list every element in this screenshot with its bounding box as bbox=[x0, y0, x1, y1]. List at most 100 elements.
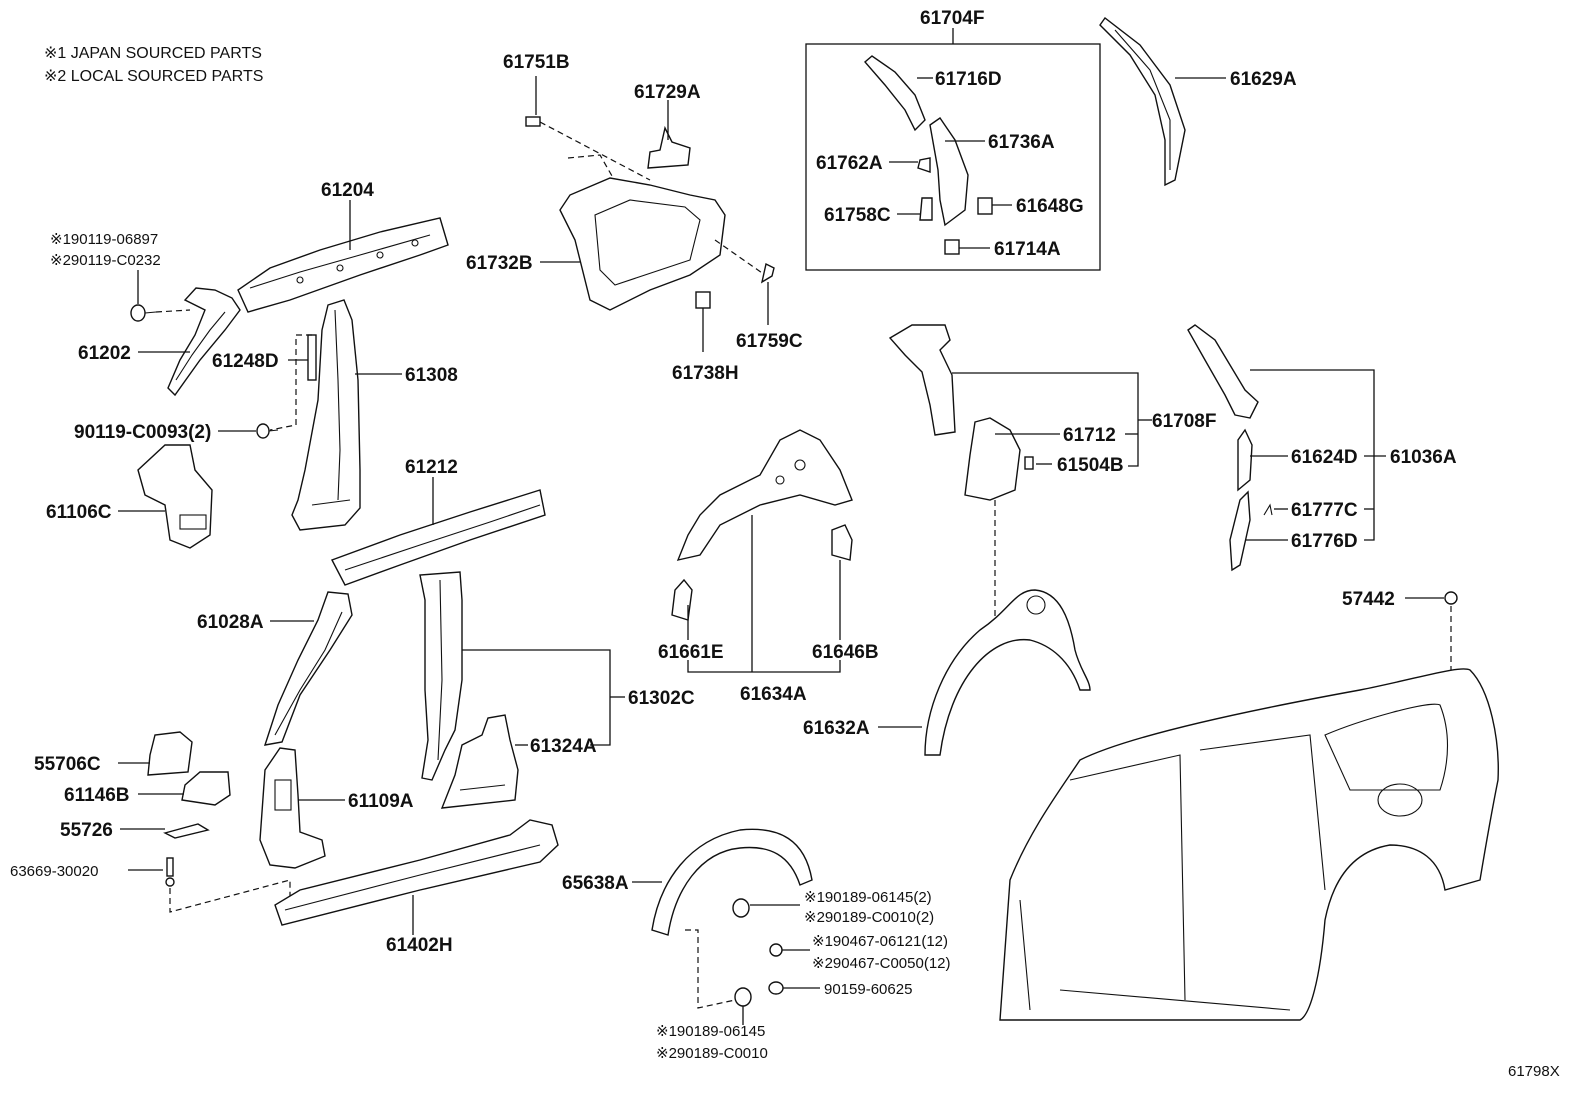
label-61302C: 61302C bbox=[628, 688, 695, 709]
label-61776D: 61776D bbox=[1291, 531, 1358, 552]
part-61308-center-pillar[interactable] bbox=[291, 299, 361, 531]
label-90189-C0010-2: ※290189-C0010(2) bbox=[804, 909, 934, 926]
part-61504B-clip[interactable] bbox=[1024, 456, 1034, 470]
part-61762A-bracket[interactable] bbox=[917, 157, 931, 173]
label-57442: 57442 bbox=[1342, 589, 1395, 610]
part-61776D-bracket[interactable] bbox=[1229, 490, 1251, 572]
label-90189-06145: ※190189-06145 bbox=[656, 1023, 765, 1040]
part-61729A-bracket[interactable] bbox=[647, 125, 691, 169]
part-61629A-pillar[interactable] bbox=[1099, 17, 1186, 187]
part-61661E-bracket[interactable] bbox=[671, 578, 693, 621]
label-61308: 61308 bbox=[405, 365, 458, 386]
part-55706C-bracket[interactable] bbox=[147, 731, 193, 776]
part-61648G-bracket[interactable] bbox=[977, 197, 993, 215]
label-61704F: 61704F bbox=[920, 8, 984, 29]
part-61758C-bracket[interactable] bbox=[919, 197, 933, 221]
part-57442-plug[interactable] bbox=[1444, 591, 1458, 605]
label-61504B: 61504B bbox=[1057, 455, 1124, 476]
label-61324A: 61324A bbox=[530, 736, 597, 757]
label-61714A: 61714A bbox=[994, 239, 1061, 260]
label-61729A: 61729A bbox=[634, 82, 701, 103]
part-61738H-bracket[interactable] bbox=[695, 291, 711, 309]
part-61146B-bracket[interactable] bbox=[181, 771, 231, 806]
part-61777C-clip[interactable] bbox=[1263, 503, 1273, 516]
part-61028A-pillar[interactable] bbox=[263, 591, 353, 746]
label-63669-30020: 63669-30020 bbox=[10, 863, 98, 880]
label-61661E: 61661E bbox=[658, 642, 724, 663]
label-61738H: 61738H bbox=[672, 363, 739, 384]
part-61716D-pillar[interactable] bbox=[864, 55, 926, 132]
part-61732B-quarter-inner[interactable] bbox=[559, 177, 726, 311]
label-61646B: 61646B bbox=[812, 642, 879, 663]
label-61759C: 61759C bbox=[736, 331, 803, 352]
label-61629A: 61629A bbox=[1230, 69, 1297, 90]
part-61708F-pillar-upper[interactable] bbox=[888, 324, 956, 436]
label-61109A: 61109A bbox=[348, 791, 414, 812]
label-61632A: 61632A bbox=[803, 718, 870, 739]
label-55726: 55726 bbox=[60, 820, 113, 841]
label-61712: 61712 bbox=[1063, 425, 1116, 446]
label-90467-06121: ※190467-06121(12) bbox=[812, 933, 948, 950]
note-japan-sourced: ※1 JAPAN SOURCED PARTS bbox=[44, 45, 262, 62]
label-90189-C0010: ※290189-C0010 bbox=[656, 1045, 768, 1062]
part-61106C-bracket[interactable] bbox=[137, 444, 213, 549]
part-61302C-center-pillar[interactable] bbox=[419, 571, 463, 781]
label-61028A: 61028A bbox=[197, 612, 264, 633]
part-61712-pillar-lower[interactable] bbox=[964, 417, 1021, 501]
note-local-sourced: ※2 LOCAL SOURCED PARTS bbox=[44, 68, 263, 85]
part-61714A-bracket[interactable] bbox=[944, 239, 960, 255]
label-55706C: 55706C bbox=[34, 754, 101, 775]
label-61716D: 61716D bbox=[935, 69, 1002, 90]
label-61624D: 61624D bbox=[1291, 447, 1358, 468]
part-61634A-wheel-housing[interactable] bbox=[676, 429, 853, 561]
label-90159-60625: 90159-60625 bbox=[824, 981, 912, 998]
label-61648G: 61648G bbox=[1016, 196, 1084, 217]
label-61708F: 61708F bbox=[1152, 411, 1216, 432]
label-61106C: 61106C bbox=[46, 502, 112, 523]
label-61777C: 61777C bbox=[1291, 500, 1358, 521]
part-61202-front-pillar[interactable] bbox=[167, 287, 241, 397]
nut-90467-06121[interactable] bbox=[769, 943, 783, 957]
label-61762A: 61762A bbox=[816, 153, 883, 174]
label-61402H: 61402H bbox=[386, 935, 453, 956]
label-61036A: 61036A bbox=[1390, 447, 1457, 468]
label-61634A: 61634A bbox=[740, 684, 807, 705]
part-61646B-bracket[interactable] bbox=[831, 524, 853, 561]
label-61751B: 61751B bbox=[503, 52, 570, 73]
label-90189-06145-2: ※190189-06145(2) bbox=[804, 889, 932, 906]
label-61758C: 61758C bbox=[824, 205, 891, 226]
label-61248D: 61248D bbox=[212, 351, 279, 372]
label-61204: 61204 bbox=[321, 180, 374, 201]
part-61736A-pillar[interactable] bbox=[929, 117, 969, 227]
part-body-side-outer-panel[interactable] bbox=[999, 668, 1499, 1021]
part-61632A-wheel-arch[interactable] bbox=[924, 589, 1091, 756]
label-61146B: 61146B bbox=[64, 785, 130, 806]
part-61248D-bracket[interactable] bbox=[307, 334, 317, 381]
label-90119-C0232: ※290119-C0232 bbox=[50, 252, 161, 269]
label-90119-06897: ※190119-06897 bbox=[50, 231, 158, 248]
part-61212-rail[interactable] bbox=[331, 489, 546, 586]
label-90119-C0093: 90119-C0093(2) bbox=[74, 422, 211, 443]
bolt-90119-C0093[interactable] bbox=[256, 423, 279, 439]
label-61732B: 61732B bbox=[466, 253, 533, 274]
part-61402H-rocker[interactable] bbox=[274, 819, 559, 926]
label-61202: 61202 bbox=[78, 343, 131, 364]
diagram-reference-code: 61798X bbox=[1508, 1063, 1560, 1080]
clip-90189-06145-lower[interactable] bbox=[734, 987, 752, 1007]
part-61751B-bolt[interactable] bbox=[525, 116, 541, 127]
part-55726-plate[interactable] bbox=[163, 823, 210, 839]
clip-63669-30020[interactable] bbox=[165, 857, 175, 887]
part-65638A-wheel-liner[interactable] bbox=[651, 828, 813, 936]
part-61204-roof-side-rail[interactable] bbox=[237, 217, 449, 313]
screw-90159-60625[interactable] bbox=[768, 981, 784, 995]
label-61736A: 61736A bbox=[988, 132, 1055, 153]
part-61324A-pillar-reinforcement[interactable] bbox=[440, 714, 519, 809]
part-61109A-pillar-lower[interactable] bbox=[259, 747, 326, 869]
part-61759C-clip[interactable] bbox=[760, 262, 775, 284]
part-61624D-bracket[interactable] bbox=[1237, 428, 1253, 492]
clip-90189-06145-upper[interactable] bbox=[732, 898, 750, 918]
bolt-90119-06897[interactable] bbox=[130, 304, 157, 322]
label-61212: 61212 bbox=[405, 457, 458, 478]
part-61036A-pillar[interactable] bbox=[1187, 324, 1259, 419]
